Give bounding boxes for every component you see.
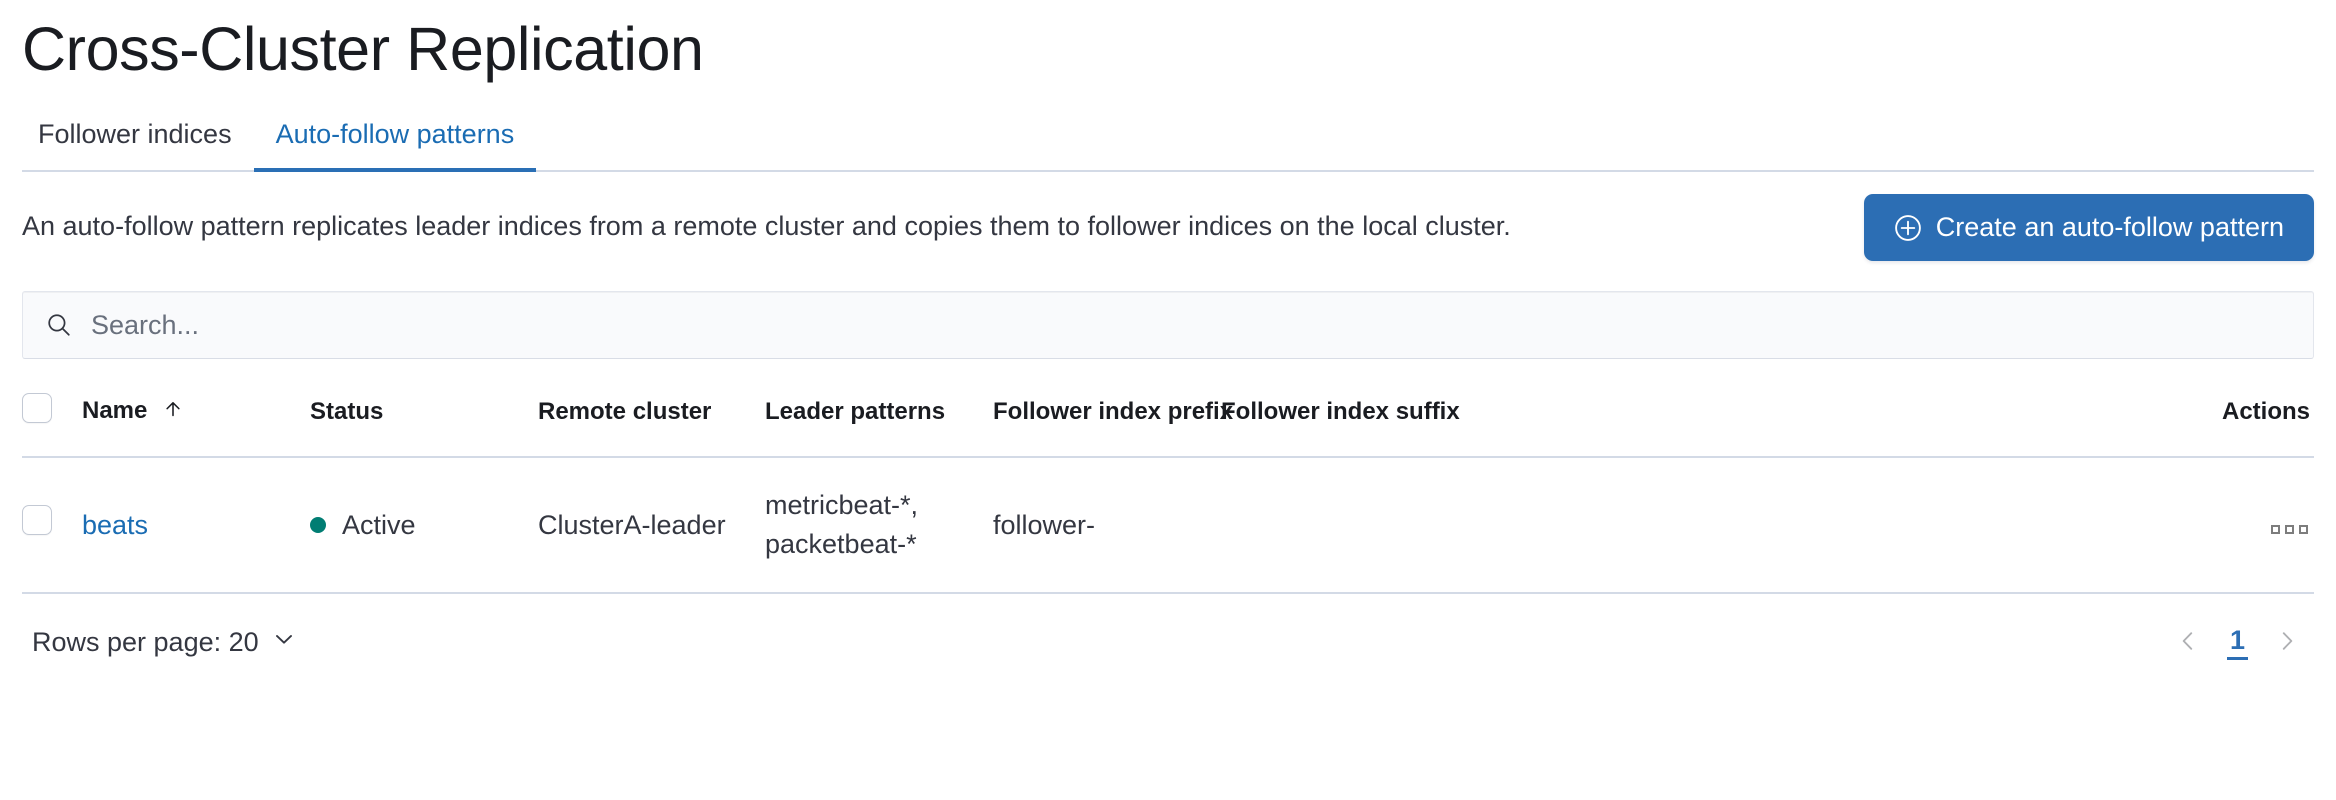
table-row: beats Active ClusterA-leader metricbeat-… <box>22 457 2314 594</box>
cell-follower-index-prefix: follower- <box>993 509 1096 540</box>
column-header-leader-patterns-label: Leader patterns <box>765 397 946 425</box>
cell-status: Active <box>310 457 538 593</box>
pagination: 1 <box>2165 622 2314 663</box>
column-header-actions-label: Actions <box>2221 397 2310 425</box>
column-header-actions: Actions <box>1559 393 2314 457</box>
status-label: Active <box>342 509 416 540</box>
select-all-header <box>22 393 82 457</box>
chevron-down-icon <box>271 626 297 659</box>
table-header: Name Status Remote cluster Leader patter… <box>22 393 2314 458</box>
column-header-follower-index-suffix-label: Follower index suffix <box>1221 397 1460 425</box>
status-badge: Active <box>310 506 416 545</box>
boxes-icon-square-1 <box>2271 524 2280 534</box>
boxes-icon-square-2 <box>2285 524 2294 534</box>
create-auto-follow-pattern-button[interactable]: Create an auto-follow pattern <box>1863 194 2314 262</box>
column-header-status-label: Status <box>310 397 384 425</box>
rows-per-page-selector[interactable]: Rows per page: 20 <box>22 622 305 663</box>
tab-auto-follow-patterns[interactable]: Auto-follow patterns <box>253 111 537 173</box>
chevron-right-icon <box>2274 628 2300 657</box>
column-header-name[interactable]: Name <box>82 393 310 457</box>
table-body: beats Active ClusterA-leader metricbeat-… <box>22 457 2314 594</box>
search-bar[interactable] <box>22 291 2314 360</box>
tab-follower-indices[interactable]: Follower indices <box>22 111 254 170</box>
cell-name: beats <box>82 457 310 593</box>
plus-in-circle-icon <box>1894 214 1922 242</box>
status-dot-icon <box>310 517 326 534</box>
column-header-remote-cluster-label: Remote cluster <box>538 397 712 425</box>
tab-bar: Follower indices Auto-follow patterns <box>22 111 2314 173</box>
boxes-icon-square-3 <box>2299 524 2308 534</box>
search-input[interactable] <box>91 292 2291 359</box>
pagination-next-button[interactable] <box>2264 622 2310 663</box>
column-header-follower-index-suffix[interactable]: Follower index suffix <box>1221 393 1559 457</box>
cell-follower-index-suffix <box>1221 457 1559 593</box>
column-header-leader-patterns[interactable]: Leader patterns <box>765 393 993 457</box>
auto-follow-pattern-link[interactable]: beats <box>82 509 149 540</box>
rows-per-page-label: Rows per page: 20 <box>32 627 259 658</box>
column-header-remote-cluster[interactable]: Remote cluster <box>538 393 765 457</box>
column-header-name-label: Name <box>82 396 148 424</box>
search-icon <box>45 311 73 339</box>
row-select-cell <box>22 457 82 593</box>
cell-remote-cluster: ClusterA-leader <box>538 509 726 540</box>
chevron-left-icon <box>2175 628 2201 657</box>
cell-leader-patterns: metricbeat-*, packetbeat-* <box>765 490 919 560</box>
pagination-page-1[interactable]: 1 <box>2226 625 2248 661</box>
create-button-label: Create an auto-follow pattern <box>1935 212 2284 243</box>
page-title: Cross-Cluster Replication <box>22 15 704 83</box>
boxes-horizontal-icon[interactable] <box>2269 519 2310 540</box>
column-header-follower-index-prefix[interactable]: Follower index prefix <box>993 393 1233 457</box>
table-footer: Rows per page: 20 1 <box>22 622 2314 663</box>
table-header-row: Name Status Remote cluster Leader patter… <box>22 393 2314 458</box>
auto-follow-patterns-table: Name Status Remote cluster Leader patter… <box>22 393 2314 594</box>
pagination-previous-button[interactable] <box>2165 622 2211 663</box>
intro-section: An auto-follow pattern replicates leader… <box>22 194 2314 262</box>
cell-actions <box>1559 457 2314 593</box>
column-header-follower-index-prefix-label: Follower index prefix <box>993 397 1234 425</box>
row-select-checkbox[interactable] <box>22 504 52 535</box>
arrow-up-icon <box>162 398 184 427</box>
intro-description: An auto-follow pattern replicates leader… <box>22 211 1511 242</box>
select-all-checkbox[interactable] <box>22 393 52 424</box>
column-header-status[interactable]: Status <box>310 393 538 457</box>
